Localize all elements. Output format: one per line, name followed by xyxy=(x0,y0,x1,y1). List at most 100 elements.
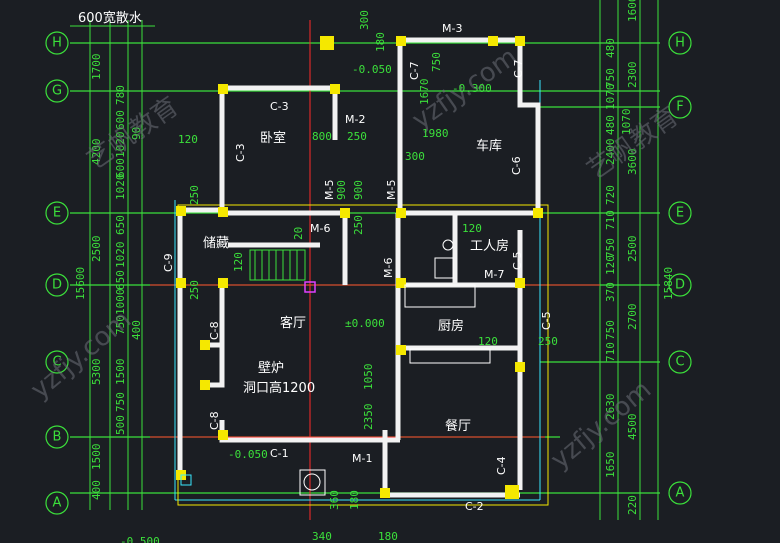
dim-plan-3: 1980 xyxy=(422,127,449,140)
dim-left-inner-9: 650 xyxy=(114,270,127,290)
axis-label-right-0: H xyxy=(675,36,685,51)
dim-left-inner-4: 90 xyxy=(130,127,143,140)
dim-left-inner-1: 600 xyxy=(114,110,127,130)
dim-left-outer-2: 2500 xyxy=(90,236,103,263)
mark-m6b: M-6 xyxy=(382,258,395,278)
dim-plan-2: 250 xyxy=(347,130,367,143)
axis-label-right-2: E xyxy=(676,206,684,221)
dim-right-inner-12: 710 xyxy=(604,342,617,362)
dim-right-outer-4: 15840 xyxy=(662,267,675,300)
room-servant: 工人房 xyxy=(470,238,509,254)
dim-plan-21: 1670 xyxy=(418,79,431,106)
mark-m6a: M-6 xyxy=(310,222,330,235)
dim-plan-23: 900 xyxy=(335,180,348,200)
axis-label-left-1: G xyxy=(52,84,62,99)
apron-note: 600宽散水 xyxy=(78,10,142,26)
dim-left-inner-8: 1020 xyxy=(114,242,127,269)
dim-plan-5: 900 xyxy=(352,180,365,200)
dim-plan-0: 300 xyxy=(358,10,371,30)
left-axis-bubbles: H G E D C B A xyxy=(45,31,69,515)
dim-plan-20: 750 xyxy=(430,52,443,72)
mark-c3a: C-3 xyxy=(270,100,289,113)
dim-left-inner-3: 120 xyxy=(178,133,198,146)
dim-plan-13: 2350 xyxy=(362,404,375,431)
axis-label-left-3: D xyxy=(52,278,62,293)
dim-left-inner-13: 1500 xyxy=(114,359,127,386)
room-kitchen: 厨房 xyxy=(438,318,464,334)
dim-left-inner-2: 1020 xyxy=(114,132,127,159)
svg-text:yzfjy.com: yzfjy.com xyxy=(25,305,137,406)
dim-plan-24: 250 xyxy=(538,335,558,348)
kitchen-and-bath-fixtures xyxy=(180,239,491,496)
room-dining: 餐厅 xyxy=(445,418,471,434)
axis-label-left-5: B xyxy=(53,430,62,445)
dim-plan-9: 250 xyxy=(188,185,201,205)
plan-dimensions: 300 800 250 1980 300 900 250 120 20 250 … xyxy=(188,10,633,543)
dim-plan-16: 180 xyxy=(378,530,398,543)
axis-label-right-4: C xyxy=(675,355,684,370)
dim-right-inner-3: 480 xyxy=(604,115,617,135)
dim-plan-14: 180 xyxy=(348,490,361,510)
fireplace-opening-label: 洞口高1200 xyxy=(243,380,315,396)
level-4: -0.050 xyxy=(228,448,268,461)
axis-label-left-6: A xyxy=(53,496,62,511)
dim-plan-15: 360 xyxy=(328,490,341,510)
dim-right-outer-3: 2500 xyxy=(626,236,639,263)
mark-c5a: C-5 xyxy=(511,251,524,270)
level-5: -0.500 xyxy=(120,535,160,543)
dim-right-inner-6: 710 xyxy=(604,210,617,230)
dim-left-inner-15: 500 xyxy=(114,415,127,435)
dim-left-inner-14: 750 xyxy=(114,392,127,412)
dim-right-outer-6: 220 xyxy=(626,495,639,515)
dim-left-outer-5: 1500 xyxy=(90,444,103,471)
dim-right-outer-0: 1600 xyxy=(626,0,639,22)
dim-plan-17: 340 xyxy=(312,530,332,543)
dim-left-outer-0: 1700 xyxy=(90,54,103,81)
dim-right-inner-9: 370 xyxy=(604,282,617,302)
dim-left-outer-6: 400 xyxy=(90,480,103,500)
axis-label-right-3: D xyxy=(675,278,685,293)
dim-right-inner-4: 2400 xyxy=(604,139,617,166)
room-storage: 储藏 xyxy=(203,236,229,251)
dim-plan-22: 1070 xyxy=(620,109,633,136)
dim-left-outer-4: 5300 xyxy=(90,359,103,386)
right-axis-bubbles: H F E D C A xyxy=(668,31,692,505)
mark-c7a: C-7 xyxy=(408,61,421,80)
dim-left-inner-0: 780 xyxy=(114,85,127,105)
mark-m7: M-7 xyxy=(484,268,504,281)
mark-m5b: M-5 xyxy=(385,180,398,200)
dim-left-inner-5: 1020 xyxy=(114,174,127,201)
dim-plan-1: 800 xyxy=(312,130,332,143)
dim-left-inner-11: 750 xyxy=(114,315,127,335)
opening-marks: M-3 M-2 M-5 M-5 M-6 M-6 M-7 C-3 C-3 C-7 … xyxy=(162,22,553,513)
dim-plan-4: 300 xyxy=(405,150,425,163)
dim-right-inner-14: 1650 xyxy=(604,452,617,479)
dim-plan-10: 120 xyxy=(232,252,245,272)
room-labels: 卧室 车库 储藏 客厅 厨房 餐厅 工人房 壁炉 洞口高1200 xyxy=(203,130,509,434)
mark-c2: C-2 xyxy=(465,500,484,513)
mark-c8a: C-8 xyxy=(208,321,221,340)
dim-right-inner-8: 120 xyxy=(604,255,617,275)
mark-c9: C-9 xyxy=(162,253,175,272)
level-1: -0.050 xyxy=(352,63,392,76)
mark-c7b: C-7 xyxy=(512,59,525,78)
walls xyxy=(177,37,541,498)
axis-label-left-4: C xyxy=(52,355,61,370)
axis-label-left-2: E xyxy=(53,206,61,221)
axis-label-right-1: F xyxy=(676,100,683,115)
dim-right-inner-5: 720 xyxy=(604,185,617,205)
mark-m1: M-1 xyxy=(352,452,372,465)
dim-left-inner-10: 1000 xyxy=(114,289,127,316)
dim-right-inner-7: 750 xyxy=(604,238,617,258)
dim-right-inner-10: 2700 xyxy=(626,304,639,331)
mark-c5b: C-5 xyxy=(540,311,553,330)
room-living: 客厅 xyxy=(280,315,306,331)
dim-plan-18: 180 xyxy=(374,32,387,52)
mark-c3b: C-3 xyxy=(234,143,247,162)
axis-label-right-5: A xyxy=(676,486,685,501)
mark-c6: C-6 xyxy=(510,156,523,175)
svg-text:艺帆教育: 艺帆教育 xyxy=(82,91,184,175)
level-3: ±0.000 xyxy=(345,317,385,330)
fireplace-label: 壁炉 xyxy=(258,361,284,376)
